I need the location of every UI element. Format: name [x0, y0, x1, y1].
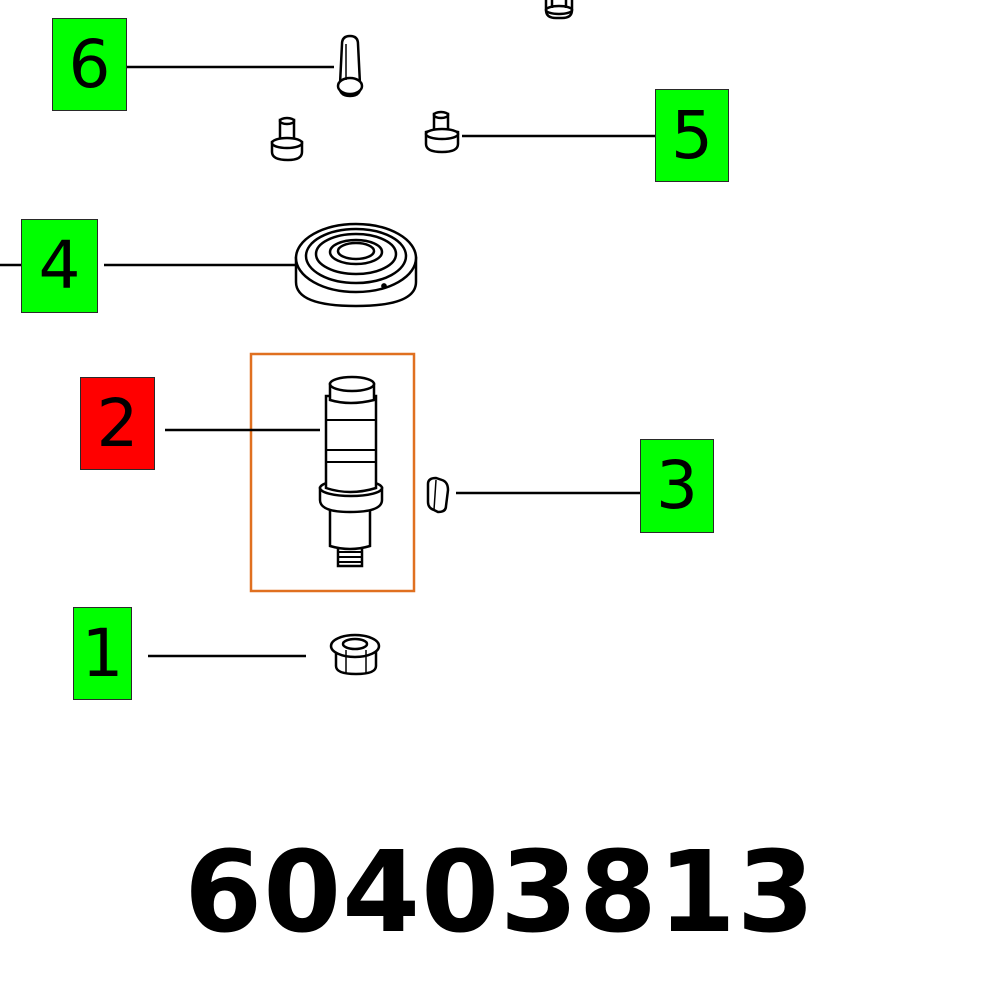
- ball-bearing-icon[interactable]: [294, 222, 418, 308]
- screw-right-icon[interactable]: [424, 110, 460, 154]
- screw-top-partial-icon: [544, 0, 574, 20]
- key-icon[interactable]: [426, 476, 450, 514]
- part-number: 60403813: [184, 828, 816, 958]
- shaft-icon[interactable]: [318, 375, 384, 568]
- callout-4[interactable]: 4: [21, 219, 98, 313]
- callout-1[interactable]: 1: [73, 607, 132, 700]
- selection-frame: [249, 352, 416, 593]
- cylinder-pin-icon[interactable]: [336, 34, 364, 98]
- leader-lines: [0, 65, 656, 658]
- callout-2-selected[interactable]: 2: [80, 377, 155, 470]
- callout-3[interactable]: 3: [640, 439, 714, 533]
- flange-nut-icon[interactable]: [329, 633, 381, 676]
- callout-6[interactable]: 6: [52, 18, 127, 111]
- screw-left-icon[interactable]: [270, 116, 304, 162]
- callout-5[interactable]: 5: [655, 89, 729, 182]
